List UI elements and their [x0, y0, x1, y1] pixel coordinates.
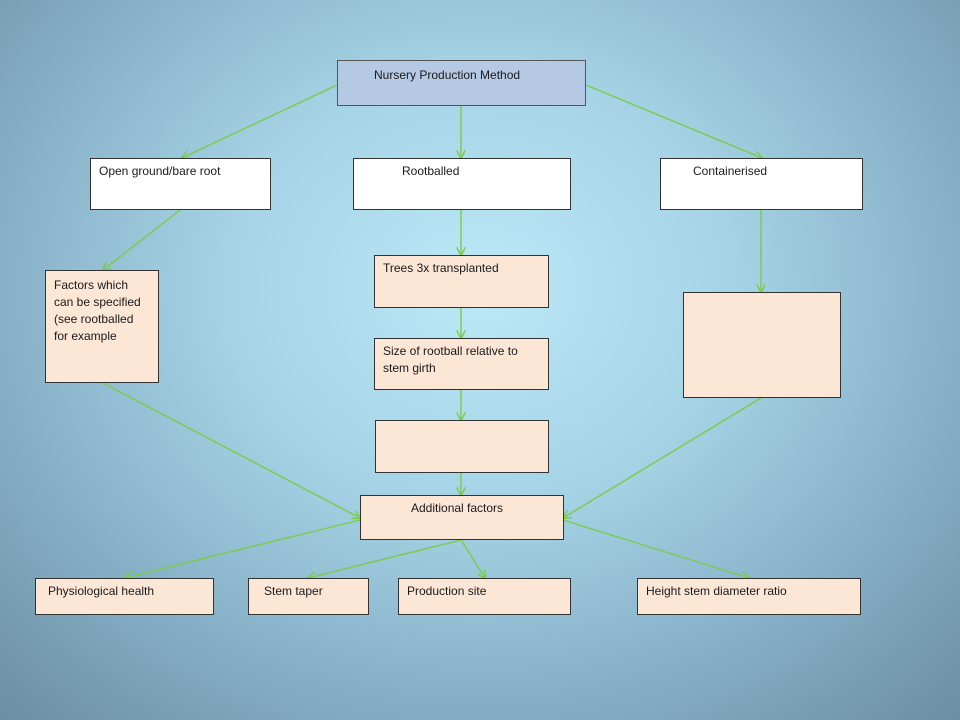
node-label: Containerised [693, 164, 768, 178]
node-rootballed: Rootballed [353, 158, 571, 210]
node-label: Physiological health [48, 584, 155, 598]
node-label: Factors which can be specified (see root… [54, 278, 141, 343]
arrow-factors-to-additional [102, 382, 360, 518]
arrow-additional-to-height-ratio [562, 519, 749, 578]
arrow-additional-to-physiological [124, 519, 361, 578]
node-empty-right [683, 292, 841, 398]
arrow-additional-to-production-site [460, 539, 485, 578]
node-stem-taper: Stem taper [248, 578, 369, 615]
node-height-stem-diameter-ratio: Height stem diameter ratio [637, 578, 861, 615]
node-label: Height stem diameter ratio [646, 584, 787, 598]
node-trees-transplanted: Trees 3x transplanted [374, 255, 549, 308]
node-label: Stem taper [264, 584, 323, 598]
node-label: Rootballed [402, 164, 460, 178]
node-containerised: Containerised [660, 158, 863, 210]
node-nursery-production-method: Nursery Production Method [337, 60, 586, 106]
node-label: Open ground/bare root [99, 164, 221, 178]
node-label: Additional factors [411, 501, 504, 515]
node-factors-specified: Factors which can be specified (see root… [45, 270, 159, 383]
node-label: Production site [407, 584, 487, 598]
node-production-site: Production site [398, 578, 571, 615]
node-open-ground-bare-root: Open ground/bare root [90, 158, 271, 210]
node-size-of-rootball: Size of rootball relative to stem girth [374, 338, 549, 390]
arrow-open-ground-to-factors [103, 209, 181, 270]
arrow-empty-right-to-additional [563, 397, 762, 518]
arrow-additional-to-stem-taper [308, 539, 462, 578]
arrow-root-to-containerised [585, 84, 762, 158]
node-physiological-health: Physiological health [35, 578, 214, 615]
node-label: Nursery Production Method [374, 68, 521, 82]
node-label: Size of rootball relative to stem girth [383, 344, 518, 375]
node-label: Trees 3x transplanted [383, 261, 499, 275]
node-additional-factors: Additional factors [360, 495, 564, 540]
arrow-root-to-open-ground [182, 84, 338, 158]
node-empty-center [375, 420, 549, 473]
